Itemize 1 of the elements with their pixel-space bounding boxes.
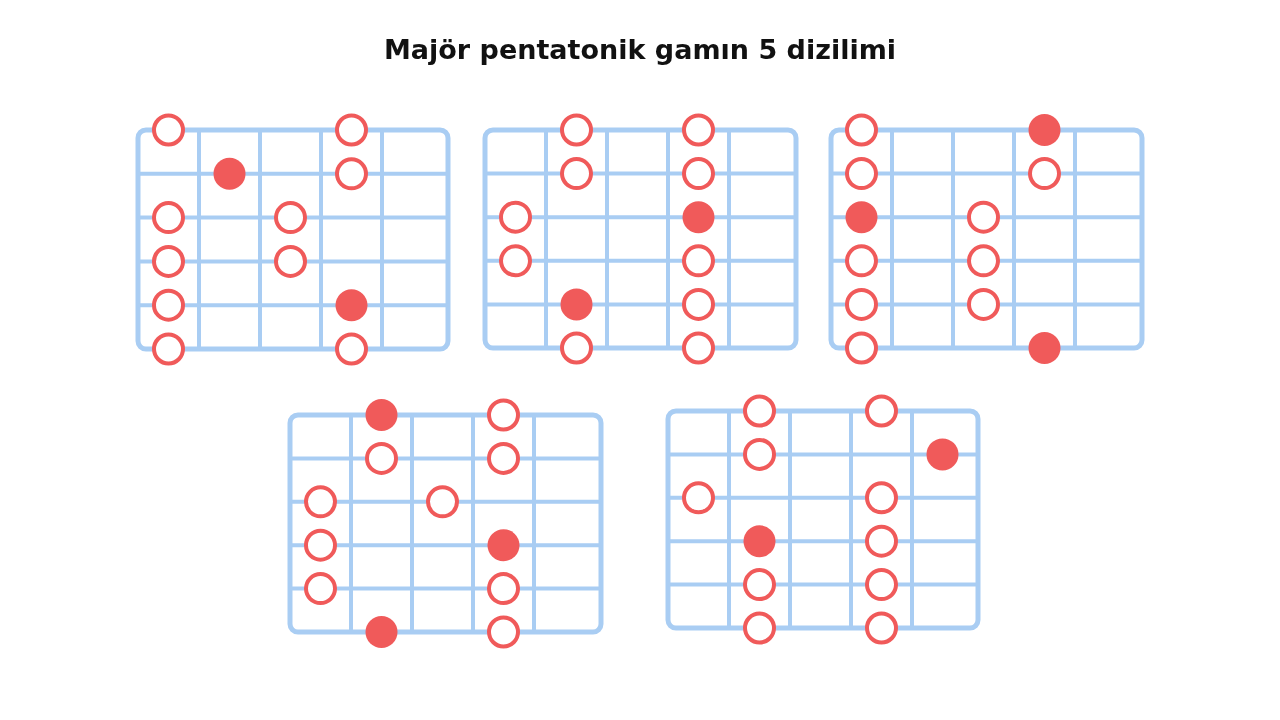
diagram-title: Majör pentatonik gamın 5 dizilimi — [383, 34, 897, 65]
